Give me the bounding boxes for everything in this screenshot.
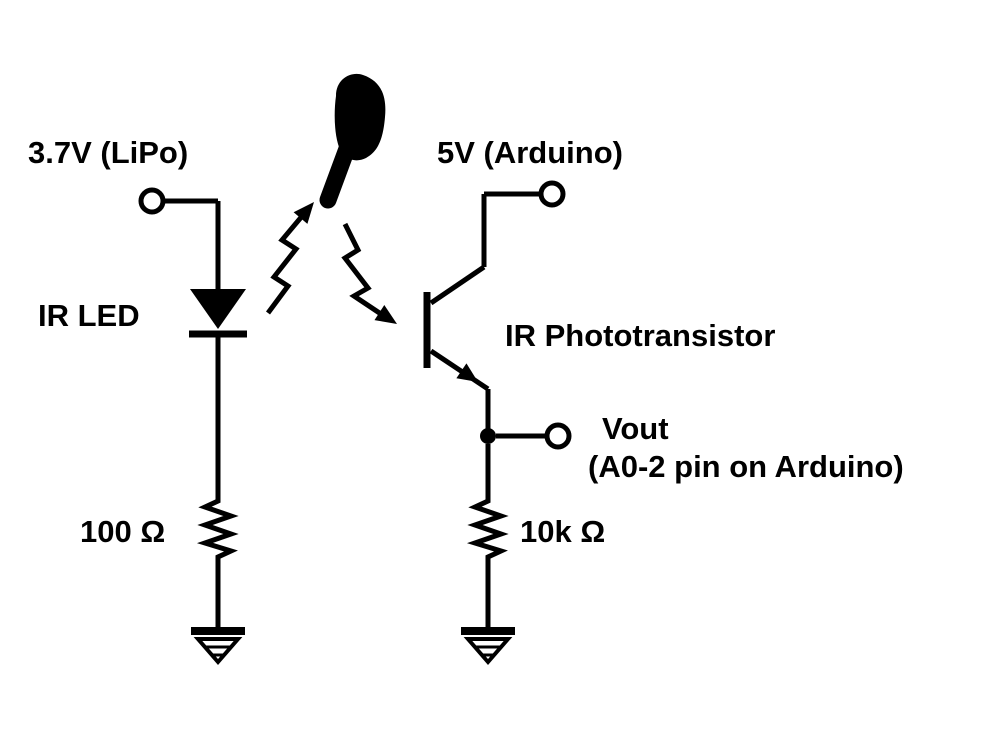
arduino-5v-terminal	[538, 180, 566, 208]
ir-rays	[265, 202, 397, 324]
ground-symbol-left	[191, 631, 245, 662]
finger	[319, 73, 386, 209]
label-vout-pin: (A0-2 pin on Arduino)	[588, 449, 904, 484]
label-ir-led: IR LED	[38, 298, 140, 333]
ir-ray-reflected	[341, 222, 383, 317]
resistor-100ohm-symbol	[196, 496, 239, 562]
ground-symbol-right	[461, 631, 515, 662]
label-vout: Vout	[602, 411, 669, 446]
label-phototransistor: IR Phototransistor	[505, 318, 775, 353]
label-resistor-10kohm: 10k Ω	[520, 514, 605, 549]
label-lipo-supply: 3.7V (LiPo)	[28, 135, 188, 170]
emitter-arrowhead	[456, 363, 478, 382]
ir-led-symbol	[189, 289, 247, 338]
resistor-10kohm-symbol	[466, 496, 509, 562]
ir-ray-emitted	[265, 213, 305, 315]
ir-ray-emitted-arrowhead	[293, 202, 314, 224]
label-arduino-supply: 5V (Arduino)	[437, 135, 623, 170]
collector-lead	[429, 264, 486, 306]
vout-junction-dot	[480, 428, 496, 444]
emitter-lead	[429, 348, 490, 392]
label-resistor-100ohm: 100 Ω	[80, 514, 165, 549]
lipo-led-branch	[138, 187, 247, 662]
phototransistor-branch	[423, 180, 572, 662]
finger-silhouette-fingertip	[319, 137, 357, 209]
phototransistor-symbol	[423, 264, 490, 392]
lipo-terminal	[138, 187, 166, 215]
ir-ray-reflected-arrowhead	[374, 305, 397, 324]
vout-terminal	[544, 422, 572, 450]
led-anode-triangle	[190, 289, 246, 329]
